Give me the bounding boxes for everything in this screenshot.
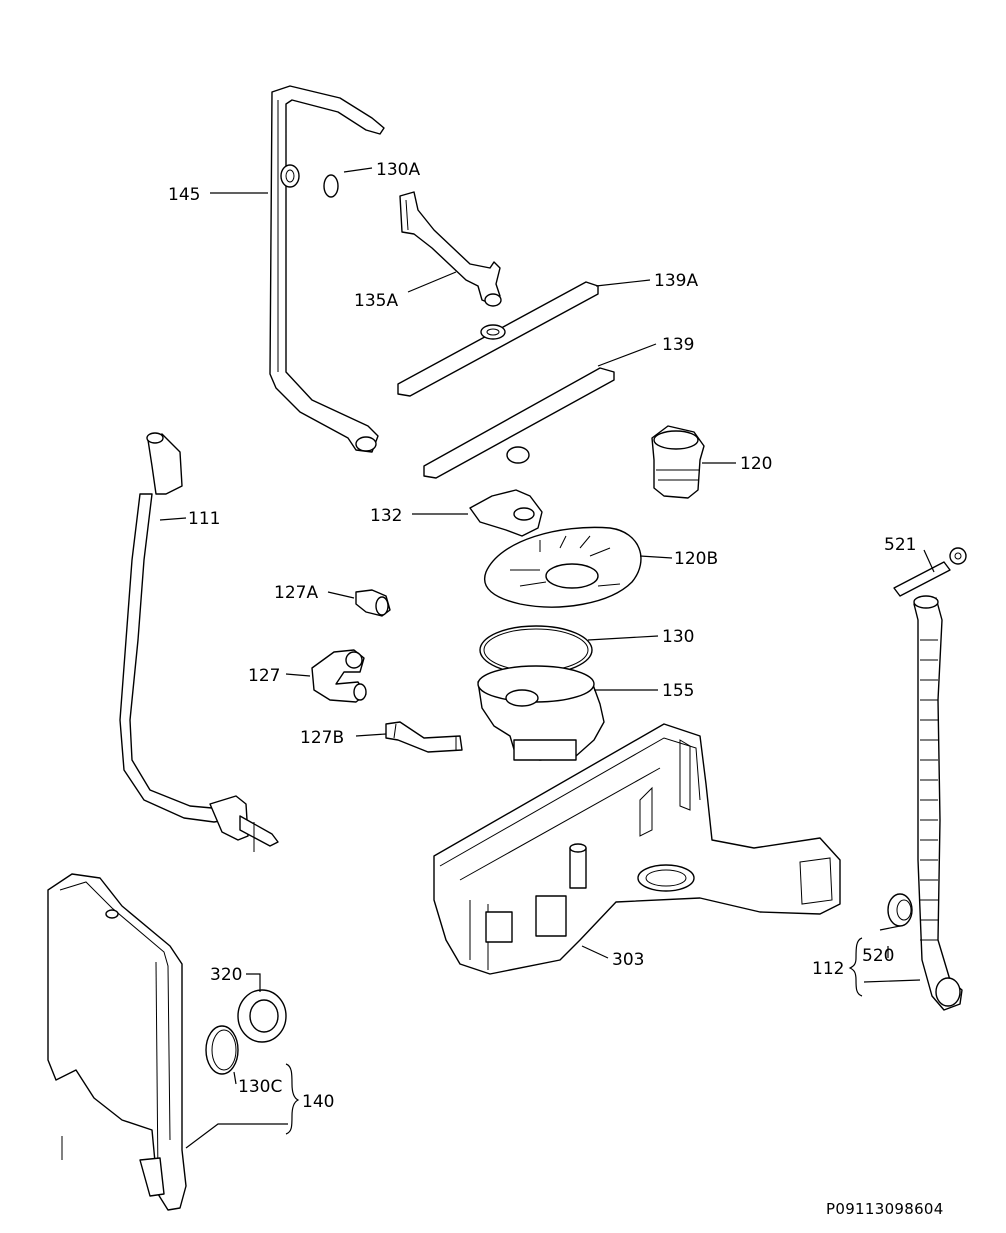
label-155: 155 bbox=[662, 681, 694, 701]
part-140-side-panel bbox=[47, 873, 187, 1211]
label-303: 303 bbox=[612, 950, 644, 970]
diagram-reference-number: P09113098604 bbox=[826, 1200, 944, 1218]
part-155-sump bbox=[477, 665, 605, 761]
part-127B-hose bbox=[385, 721, 463, 753]
part-521-clip bbox=[893, 547, 967, 597]
part-135A-spray-arm-holder bbox=[399, 191, 502, 307]
label-139: 139 bbox=[662, 335, 694, 355]
part-320-seal bbox=[237, 989, 287, 1043]
label-132: 132 bbox=[370, 506, 402, 526]
label-140: 140 bbox=[302, 1092, 334, 1112]
label-520: 520 bbox=[862, 946, 894, 966]
label-130C: 130C bbox=[238, 1077, 282, 1097]
part-132-valve bbox=[469, 489, 543, 537]
label-120B: 120B bbox=[674, 549, 718, 569]
label-127A: 127A bbox=[274, 583, 318, 603]
part-303-base-pan bbox=[433, 723, 841, 975]
part-111-inlet-hose bbox=[119, 432, 279, 852]
part-labels: 145 130A 135A 139A 139 120 111 132 120B … bbox=[168, 160, 916, 1112]
label-127: 127 bbox=[248, 666, 280, 686]
part-112-drain-hose bbox=[913, 595, 963, 1011]
label-145: 145 bbox=[168, 185, 200, 205]
brace-112 bbox=[848, 937, 863, 997]
brace-140 bbox=[285, 1063, 300, 1135]
label-320: 320 bbox=[210, 965, 242, 985]
part-145-supply-pipe bbox=[269, 85, 385, 453]
label-111: 111 bbox=[188, 509, 220, 529]
leader-lines bbox=[159, 167, 935, 1149]
label-130A: 130A bbox=[376, 160, 420, 180]
label-521: 521 bbox=[884, 535, 916, 555]
part-130C-o-ring bbox=[205, 1025, 239, 1075]
label-130: 130 bbox=[662, 627, 694, 647]
label-112: 112 bbox=[812, 959, 844, 979]
part-520-hose-connector bbox=[887, 893, 913, 927]
part-120-filter bbox=[651, 425, 705, 499]
part-130A-o-ring bbox=[323, 174, 339, 198]
part-127-elbow bbox=[311, 649, 367, 703]
part-120B-fine-filter bbox=[483, 526, 642, 608]
label-135A: 135A bbox=[354, 291, 398, 311]
part-127A-connector bbox=[355, 589, 391, 617]
part-139A-upper-spray-arm bbox=[397, 281, 599, 397]
label-139A: 139A bbox=[654, 271, 698, 291]
label-120: 120 bbox=[740, 454, 772, 474]
part-139-lower-spray-arm bbox=[423, 367, 615, 479]
label-127B: 127B bbox=[300, 728, 344, 748]
